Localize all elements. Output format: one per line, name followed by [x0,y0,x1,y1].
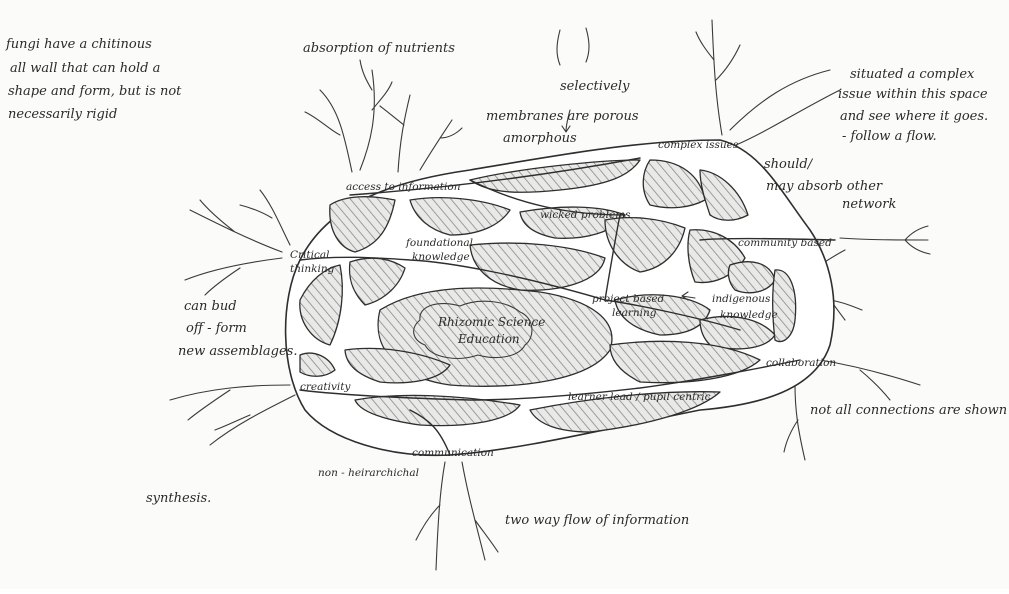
node-project-based-2: learning [612,307,657,319]
note-should-2: may absorb other [766,179,883,194]
node-rhizomic-2: Education [457,332,520,346]
node-communication: communication [412,447,494,459]
node-foundational-2: knowledge [412,251,470,263]
note-bud-2: off - form [186,321,247,336]
node-critical-thinking-1: Critical [290,249,330,261]
note-membranes: membranes are porous [486,109,639,124]
node-complex-issues: complex issues [658,139,739,151]
note-situated-3: and see where it goes. [840,109,988,124]
node-critical-thinking-2: thinking [290,263,335,275]
note-absorption: absorption of nutrients [303,41,455,56]
note-two-way: two way flow of information [505,513,689,528]
note-fungi-3: shape and form, but is not [8,84,182,99]
node-project-based-1: project based [592,293,665,305]
note-selectively: selectively [560,79,630,94]
note-amorphous: amorphous [503,131,577,146]
note-situated-2: issue within this space [838,87,988,102]
node-community-based: community based [738,237,832,249]
note-fungi-1: fungi have a chitinous [5,37,152,52]
note-fungi-4: necessarily rigid [8,107,117,122]
note-situated-1: situated a complex [850,67,975,82]
note-non-hierarchical: non - heirarchichal [318,467,419,479]
note-should-1: should/ [764,157,814,172]
node-learner-lead: learner lead / pupil centric [568,391,711,403]
node-rhizomic-1: Rhizomic Science [437,315,545,329]
node-access-to-information: access to information [346,181,461,193]
node-indigenous-2: knowledge [720,309,778,321]
node-foundational-1: foundational [405,237,473,249]
note-bud-1: can bud [184,299,237,314]
node-indigenous-1: indigenous [712,293,771,305]
note-synthesis: synthesis. [146,491,211,506]
node-wicked-problems: wicked problems [540,209,631,221]
node-creativity: creativity [300,381,351,393]
note-bud-3: new assemblages. [178,344,298,359]
node-collaboration: collaboration [766,357,836,369]
note-fungi-2: all wall that can hold a [10,61,160,76]
note-should-3: network [842,197,896,212]
note-not-all: not all connections are shown [810,403,1007,418]
note-situated-4: - follow a flow. [842,129,937,144]
